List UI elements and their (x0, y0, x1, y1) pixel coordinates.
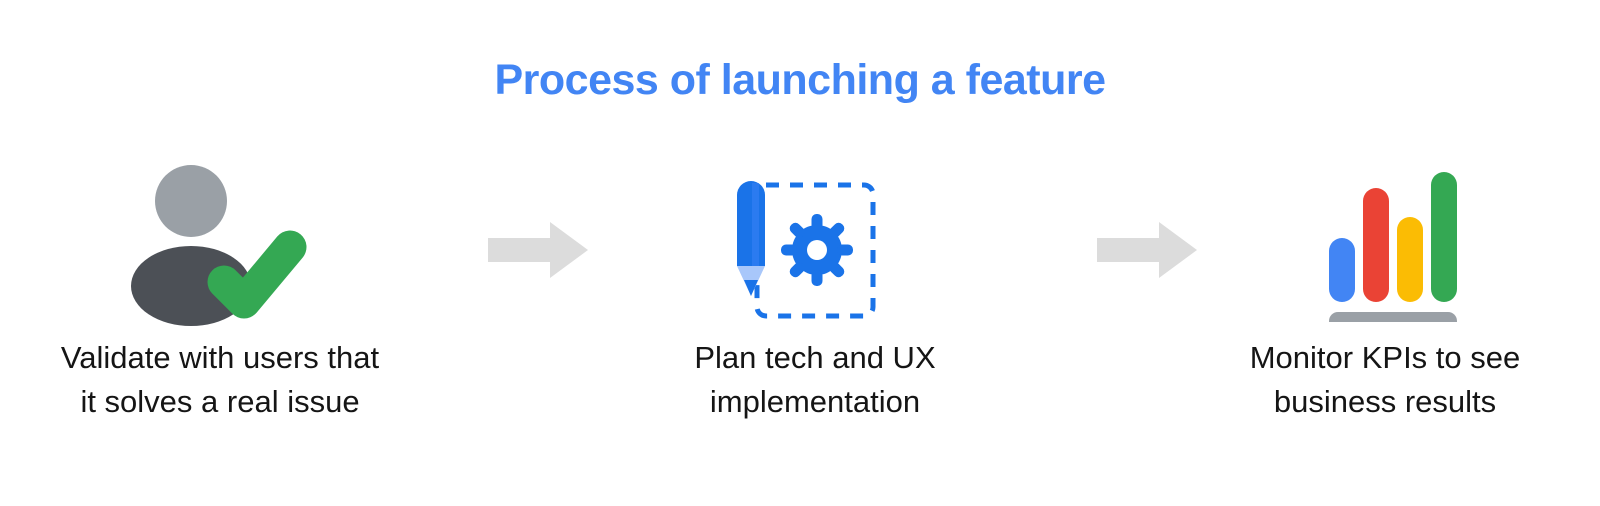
chart-baseline (1329, 312, 1457, 322)
caption-line-1: Validate with users that (60, 340, 380, 375)
page-title: Process of launching a feature (494, 56, 1106, 104)
process-step-plan: Plan tech and UX implementation (595, 140, 1035, 470)
process-arrow-2 (1097, 222, 1197, 278)
process-step-validate: Validate with users that it solves a rea… (0, 140, 440, 470)
caption-line-1: Monitor KPIs to see (1249, 340, 1521, 375)
process-arrow-1 (488, 222, 588, 278)
step-caption: Monitor KPIs to see business results (1165, 336, 1600, 424)
process-steps: Validate with users that it solves a rea… (0, 140, 1600, 480)
bar-2 (1363, 188, 1389, 302)
process-step-monitor: Monitor KPIs to see business results (1165, 140, 1600, 470)
bar-1 (1329, 238, 1355, 302)
caption-line-2: business results (1273, 384, 1497, 420)
bar-chart-icon (1329, 172, 1457, 322)
person-head-icon (155, 165, 227, 237)
gear-hole-icon (807, 240, 827, 260)
step-icon-area (595, 140, 1035, 330)
arrow-right-icon (488, 222, 588, 278)
caption-line-2: it solves a real issue (80, 384, 360, 420)
person-check-icon (131, 165, 307, 326)
pencil-body-icon (737, 181, 765, 266)
bar-3 (1397, 217, 1423, 302)
dashed-frame-icon (754, 182, 876, 319)
gear-icon (781, 214, 853, 286)
check-mark-icon (207, 230, 307, 319)
caption-line-2: implementation (709, 384, 921, 420)
caption-line-1: Plan tech and UX (694, 340, 936, 375)
step-icon-area (0, 140, 440, 330)
pencil-gear-icon (737, 181, 876, 319)
bar-4 (1431, 172, 1457, 302)
step-icon-area (1165, 140, 1600, 330)
arrow-right-icon (1097, 222, 1197, 278)
pencil-highlight-icon (752, 183, 759, 266)
step-caption: Validate with users that it solves a rea… (0, 336, 440, 424)
pencil-tip-icon (744, 280, 758, 296)
step-caption: Plan tech and UX implementation (595, 336, 1035, 424)
